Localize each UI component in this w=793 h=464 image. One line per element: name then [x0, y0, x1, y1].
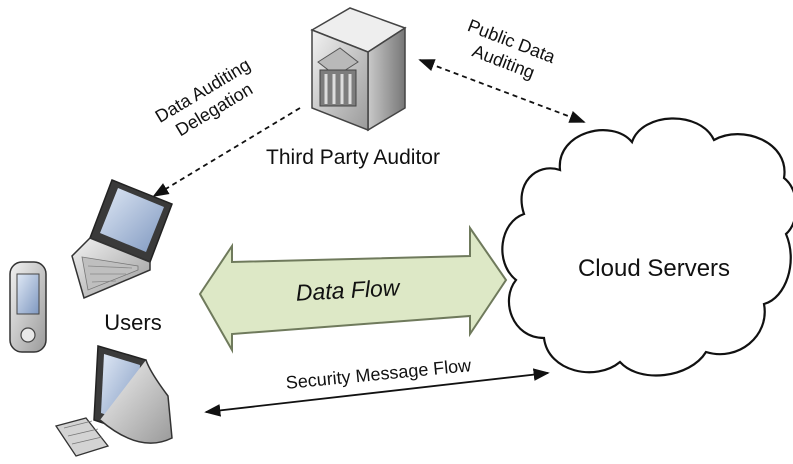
data-flow-label: Data Flow — [295, 274, 401, 305]
data-flow-arrow — [198, 224, 508, 354]
laptop-icon — [71, 179, 173, 300]
cloud-shape — [501, 117, 793, 377]
security-message-flow-arrow — [204, 368, 550, 417]
data-auditing-delegation-arrow — [152, 107, 301, 197]
public-data-auditing-arrow — [418, 59, 586, 123]
desktop-computer-icon — [54, 345, 173, 457]
cloud-servers-label: Cloud Servers — [578, 255, 730, 282]
users-label: Users — [104, 310, 161, 335]
security-message-flow-label: Security Message Flow — [285, 355, 473, 393]
auditor-server-icon — [310, 7, 407, 132]
pda-icon — [9, 261, 47, 353]
third-party-auditor-label: Third Party Auditor — [266, 146, 440, 169]
